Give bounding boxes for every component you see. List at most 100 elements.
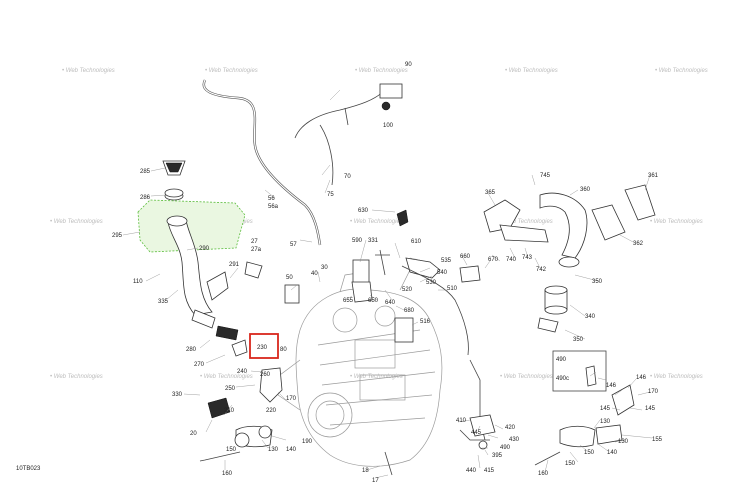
watermark: • Web Technologies xyxy=(62,68,115,74)
callout-430[interactable]: 430 xyxy=(509,437,520,443)
watermark: • Web Technologies xyxy=(505,68,558,74)
callout-295[interactable]: 295 xyxy=(112,233,123,239)
callout-530[interactable]: 530 xyxy=(426,280,437,286)
callout-140b[interactable]: 140 xyxy=(607,450,618,456)
callout-100[interactable]: 100 xyxy=(383,123,394,129)
callout-80[interactable]: 80 xyxy=(280,347,287,353)
callout-20[interactable]: 20 xyxy=(190,431,197,437)
callout-160[interactable]: 160 xyxy=(222,471,233,477)
callout-210[interactable]: 210 xyxy=(224,408,235,414)
intake-duct xyxy=(167,219,213,316)
callout-330[interactable]: 330 xyxy=(172,392,183,398)
callout-150c[interactable]: 150 xyxy=(565,461,576,467)
callout-170b[interactable]: 170 xyxy=(648,389,659,395)
callout-17[interactable]: 17 xyxy=(372,478,379,484)
callout-360[interactable]: 360 xyxy=(580,187,591,193)
callout-57[interactable]: 57 xyxy=(290,242,297,248)
callout-420[interactable]: 420 xyxy=(505,425,516,431)
callout-30[interactable]: 30 xyxy=(321,265,328,271)
callout-145b[interactable]: 145 xyxy=(645,406,656,412)
callout-146[interactable]: 146 xyxy=(636,375,647,381)
callout-146b[interactable]: 146 xyxy=(606,383,617,389)
callout-250[interactable]: 250 xyxy=(225,386,236,392)
callout-445[interactable]: 445 xyxy=(471,430,482,436)
lower-middle-assembly xyxy=(384,359,496,476)
callout-285[interactable]: 285 xyxy=(140,169,151,175)
callout-110[interactable]: 110 xyxy=(133,279,143,285)
callout-145[interactable]: 145 xyxy=(600,406,611,412)
callout-130[interactable]: 130 xyxy=(268,447,279,453)
callout-90[interactable]: 90 xyxy=(405,62,412,68)
handlebar-switch xyxy=(379,83,403,99)
callout-535[interactable]: 535 xyxy=(441,258,452,264)
callout-130b[interactable]: 130 xyxy=(618,439,629,445)
callout-650[interactable]: 650 xyxy=(368,298,379,304)
callout-155[interactable]: 155 xyxy=(652,437,663,443)
callout-740[interactable]: 740 xyxy=(506,257,517,263)
callout-490b[interactable]: 490 xyxy=(500,445,511,451)
intake-assembly xyxy=(137,160,263,357)
callout-331[interactable]: 331 xyxy=(368,238,379,244)
callout-516[interactable]: 516 xyxy=(420,319,431,325)
callout-350[interactable]: 350 xyxy=(592,279,603,285)
callout-340[interactable]: 340 xyxy=(585,314,596,320)
callout-270[interactable]: 270 xyxy=(194,362,205,368)
callout-490[interactable]: 490 xyxy=(556,357,567,363)
callout-640[interactable]: 640 xyxy=(385,300,396,306)
callout-40[interactable]: 40 xyxy=(311,271,318,277)
callout-70[interactable]: 70 xyxy=(344,174,351,180)
callout-365[interactable]: 365 xyxy=(485,190,496,196)
callout-220[interactable]: 220 xyxy=(266,408,277,414)
callout-350b[interactable]: 350 xyxy=(573,337,584,343)
callout-630[interactable]: 630 xyxy=(358,208,369,214)
callout-170[interactable]: 170 xyxy=(286,396,297,402)
callout-291[interactable]: 291 xyxy=(229,262,240,268)
callout-75[interactable]: 75 xyxy=(327,192,334,198)
callout-150[interactable]: 150 xyxy=(226,447,237,453)
callout-150b[interactable]: 150 xyxy=(584,450,595,456)
callout-610[interactable]: 610 xyxy=(411,239,422,245)
callout-415[interactable]: 415 xyxy=(484,468,495,474)
callout-410[interactable]: 410 xyxy=(456,418,467,424)
callout-655[interactable]: 655 xyxy=(343,298,354,304)
callout-590[interactable]: 590 xyxy=(352,238,363,244)
callout-670[interactable]: 670 xyxy=(488,257,499,263)
callout-362[interactable]: 362 xyxy=(633,241,644,247)
callout-490c[interactable]: 490c xyxy=(556,376,569,382)
callout-286[interactable]: 286 xyxy=(140,195,151,201)
callout-50[interactable]: 50 xyxy=(286,275,293,281)
intake-plate xyxy=(137,199,246,253)
callout-27[interactable]: 27 xyxy=(251,239,258,245)
boot-361 xyxy=(624,184,656,221)
callout-540[interactable]: 540 xyxy=(437,270,448,276)
callout-18[interactable]: 18 xyxy=(362,468,369,474)
callout-742[interactable]: 742 xyxy=(536,267,547,273)
callout-280[interactable]: 280 xyxy=(186,347,197,353)
lower-right-assembly xyxy=(534,350,635,466)
callout-56a[interactable]: 56a xyxy=(268,204,279,210)
callout-660[interactable]: 660 xyxy=(460,254,471,260)
callout-290[interactable]: 290 xyxy=(199,246,210,252)
callout-160b[interactable]: 160 xyxy=(538,471,549,477)
callout-56[interactable]: 56 xyxy=(268,196,275,202)
callout-680[interactable]: 680 xyxy=(404,308,415,314)
sensor-680 xyxy=(394,317,414,343)
callout-190[interactable]: 190 xyxy=(302,439,313,445)
callout-745[interactable]: 745 xyxy=(540,173,551,179)
callout-140[interactable]: 140 xyxy=(286,447,297,453)
callout-27a[interactable]: 27a xyxy=(251,247,262,253)
callout-440[interactable]: 440 xyxy=(466,468,477,474)
callout-labels: 285 286 295 290 27 27a 110 291 335 280 2… xyxy=(112,62,663,484)
callout-240[interactable]: 240 xyxy=(237,369,248,375)
callout-395[interactable]: 395 xyxy=(492,453,503,459)
callout-335[interactable]: 335 xyxy=(158,299,169,305)
callout-743[interactable]: 743 xyxy=(522,255,533,261)
callout-130c[interactable]: 130 xyxy=(600,419,611,425)
callout-510[interactable]: 510 xyxy=(447,286,458,292)
callout-520[interactable]: 520 xyxy=(402,287,413,293)
detail-box-490 xyxy=(552,350,607,392)
highlighted-callout[interactable]: 230 xyxy=(257,345,268,351)
callout-260[interactable]: 260 xyxy=(260,372,271,378)
callout-361[interactable]: 361 xyxy=(648,173,659,179)
